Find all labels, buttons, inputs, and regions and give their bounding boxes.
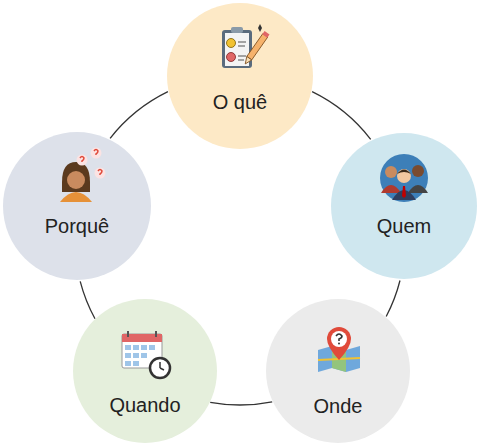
circle-shape: [331, 133, 477, 279]
topic-circle: O quê: [167, 3, 313, 149]
circle-shape: [266, 299, 410, 443]
people-icon: [380, 154, 428, 202]
topic-label: Quando: [109, 394, 180, 416]
circle-fill: [3, 132, 151, 280]
topic-circle: Quando: [73, 299, 217, 443]
circle-shape: [73, 299, 217, 443]
topic-label: O quê: [213, 91, 267, 113]
questioning-person-icon: [60, 148, 106, 203]
circle-fill: [266, 299, 410, 443]
ring-arc: [210, 402, 272, 405]
topic-label: Porquê: [45, 215, 110, 237]
circle-fill: [73, 299, 217, 443]
ring-arc: [312, 92, 371, 140]
circle-fill: [331, 133, 477, 279]
topic-label: Quem: [377, 215, 431, 237]
circle-shape: [3, 132, 151, 280]
topic-circle: Quem: [331, 133, 477, 279]
circle-shape: [167, 3, 313, 149]
ring-arc: [80, 281, 95, 318]
ring-arc: [386, 281, 400, 317]
clipboard-icon: [222, 24, 270, 68]
calendar-icon: [122, 331, 170, 378]
map-pin-icon: [318, 327, 360, 372]
ring-arc: [110, 92, 168, 139]
circle-fill: [167, 3, 313, 149]
topic-circle: Porquê: [3, 132, 151, 280]
topic-circle: Onde: [266, 299, 410, 443]
topic-label: Onde: [314, 395, 363, 417]
